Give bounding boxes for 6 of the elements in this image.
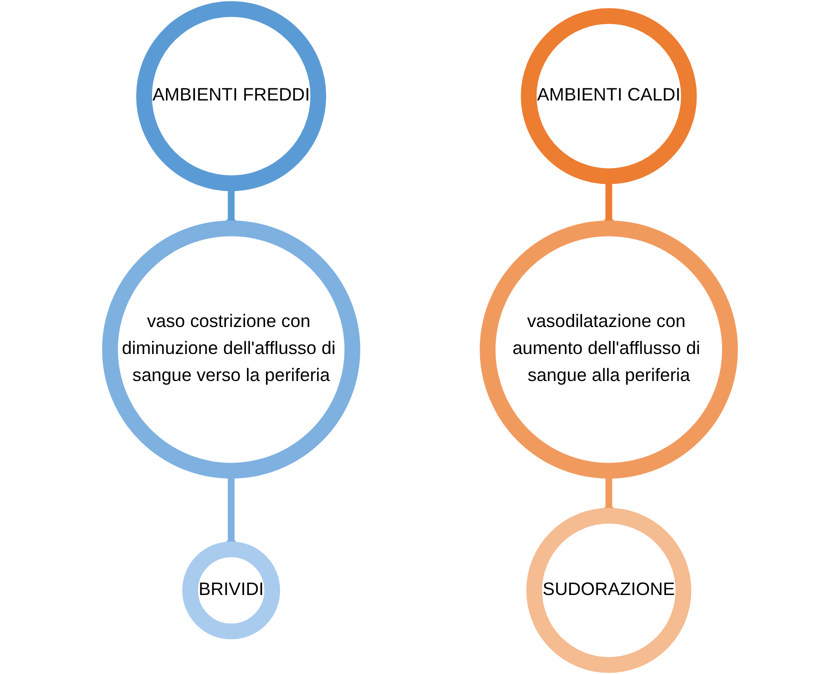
node-circle: SUDORAZIONE [526, 508, 692, 673]
node-circle: AMBIENTI FREDDI [136, 1, 326, 192]
node-circle: vaso costrizione con diminuzione dell'afflusso di sangue verso la periferia [102, 220, 360, 479]
node-circle: AMBIENTI CALDI [520, 8, 697, 184]
node-circle: vasodilatazione con aumento dell'afflusso di sangue alla periferia [480, 220, 738, 479]
node-circle: BRIVIDI [182, 541, 280, 640]
